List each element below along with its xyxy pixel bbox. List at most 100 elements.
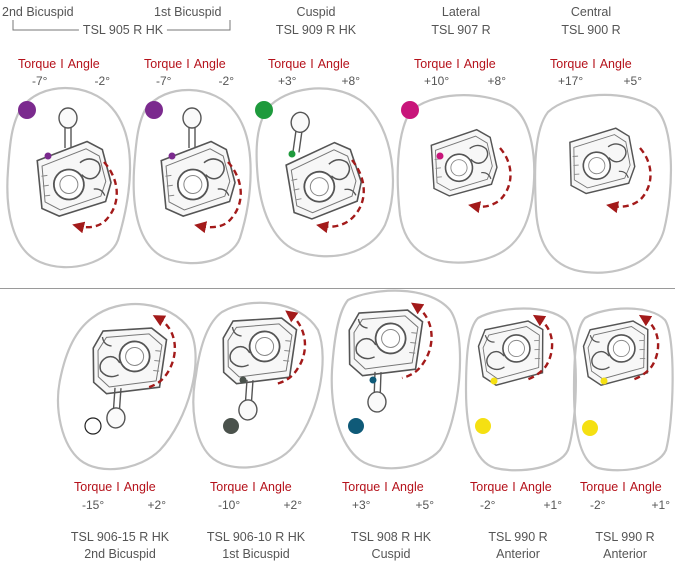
torque-angle-values-bottom-4: -2° +1°	[480, 498, 562, 512]
torque-value: +17°	[558, 74, 584, 88]
angle-value: +2°	[147, 498, 166, 512]
tooth-product-bottom-3: TSL 908 R HK	[350, 530, 432, 544]
mark-dot-bottom-3	[369, 376, 377, 384]
torque-angle-values-top-2: -7° -2°	[156, 74, 234, 88]
torque-angle-values-bottom-2: -10° +2°	[218, 498, 302, 512]
tooth-outline-top-1	[6, 87, 132, 269]
bracket-bottom-4	[476, 319, 546, 387]
rotation-arrow-bottom-5	[631, 314, 660, 382]
tooth-outline-bottom-2	[192, 301, 324, 469]
tooth-product-top-5: TSL 900 R	[561, 23, 621, 37]
torque-angle-values-bottom-5: -2°+1°	[590, 498, 670, 512]
tooth-outline-bottom-1	[56, 302, 197, 471]
color-dot-bottom-2	[223, 418, 239, 434]
hook-bottom-2	[237, 378, 260, 422]
mark-dot-top-1	[44, 152, 52, 160]
torque-value: -7°	[32, 74, 48, 88]
angle-value: +1°	[543, 498, 562, 512]
mark-dot-top-2	[168, 152, 176, 160]
color-dot-bottom-1	[84, 417, 102, 435]
color-dot-top-4	[401, 101, 419, 119]
group-right-label: 1st Bicuspid	[154, 5, 222, 19]
tooth-outline-bottom-3	[330, 289, 462, 470]
hook-top-3	[286, 110, 312, 154]
torque-value: +3°	[278, 74, 297, 88]
angle-value: +2°	[283, 498, 302, 512]
mark-dot-bottom-4	[490, 377, 498, 385]
torque-value: -2°	[480, 498, 496, 512]
rotation-arrow-top-1	[72, 161, 118, 234]
hook-top-2	[182, 107, 202, 149]
color-dot-bottom-5	[582, 420, 598, 436]
torque-angle-values-top-1: -7° -2°	[32, 74, 110, 88]
rotation-arrow-bottom-4	[525, 314, 554, 382]
tooth-product-bottom-4: TSL 990 R	[488, 530, 548, 544]
angle-value: +8°	[487, 74, 506, 88]
group-left-label: 2nd Bicuspid	[2, 5, 74, 19]
angle-value: +5°	[623, 74, 642, 88]
mark-dot-top-4	[436, 152, 444, 160]
bracket-top-3	[280, 137, 368, 224]
tooth-product-top-4: TSL 907 R	[431, 23, 491, 37]
bracket-bottom-5	[581, 319, 651, 387]
mark-dot-top-3	[288, 150, 296, 158]
bracket-bottom-1	[87, 321, 169, 401]
tooth-product-bottom-2: TSL 906-10 R HK	[206, 530, 306, 544]
rotation-arrow-bottom-2	[275, 310, 307, 386]
tooth-outline-bottom-4	[464, 307, 577, 472]
tooth-outline-top-3	[255, 87, 394, 258]
color-dot-bottom-3	[348, 418, 364, 434]
tooth-outline-bottom-5	[572, 307, 674, 472]
bracket-top-2	[156, 138, 240, 220]
tooth-name-bottom-2: 1st Bicuspid	[222, 547, 290, 561]
rotation-arrow-bottom-3	[401, 302, 433, 380]
torque-angle-values-bottom-1: -15° +2°	[82, 498, 166, 512]
torque-value: -10°	[218, 498, 241, 512]
row-divider	[0, 288, 675, 289]
tooth-outline-top-2	[132, 88, 252, 265]
tooth-outline-top-5	[533, 93, 673, 274]
torque-value: +3°	[352, 498, 371, 512]
angle-value: -2°	[94, 74, 110, 88]
tooth-name-bottom-3: Cuspid	[371, 547, 411, 561]
hook-top-1	[58, 107, 78, 149]
rotation-arrow-bottom-1	[145, 315, 176, 390]
angle-value: -2°	[218, 74, 234, 88]
torque-value: -15°	[82, 498, 105, 512]
angle-value: +1°	[651, 498, 670, 512]
color-dot-top-1	[18, 101, 36, 119]
mark-dot-bottom-5	[600, 377, 608, 385]
bracket-top-1	[32, 138, 116, 220]
group-product: TSL 905 R HK	[78, 23, 168, 37]
color-dot-top-3	[255, 101, 273, 119]
bracket-top-5	[566, 126, 638, 196]
tooth-name-bottom-1: 2nd Bicuspid	[84, 547, 156, 561]
tooth-product-bottom-5: TSL 990 R	[595, 530, 655, 544]
bracket-bottom-2	[217, 311, 299, 391]
tooth-name-top-3: Cuspid	[296, 5, 336, 19]
tooth-name-bottom-5: Anterior	[603, 547, 647, 561]
tooth-outline-top-4	[396, 94, 536, 264]
color-dot-top-2	[145, 101, 163, 119]
color-dot-bottom-4	[475, 418, 491, 434]
tooth-product-top-3: TSL 909 R HK	[275, 23, 357, 37]
torque-value: -7°	[156, 74, 172, 88]
torque-angle-values-top-3: +3°+8°	[278, 74, 360, 88]
tooth-name-top-4: Lateral	[441, 5, 481, 19]
torque-angle-values-top-5: +17° +5°	[558, 74, 642, 88]
bracket-top-4	[427, 127, 501, 199]
tooth-name-top-5: Central	[570, 5, 612, 19]
tooth-name-bottom-4: Anterior	[496, 547, 540, 561]
bracket-bottom-3	[343, 303, 425, 383]
